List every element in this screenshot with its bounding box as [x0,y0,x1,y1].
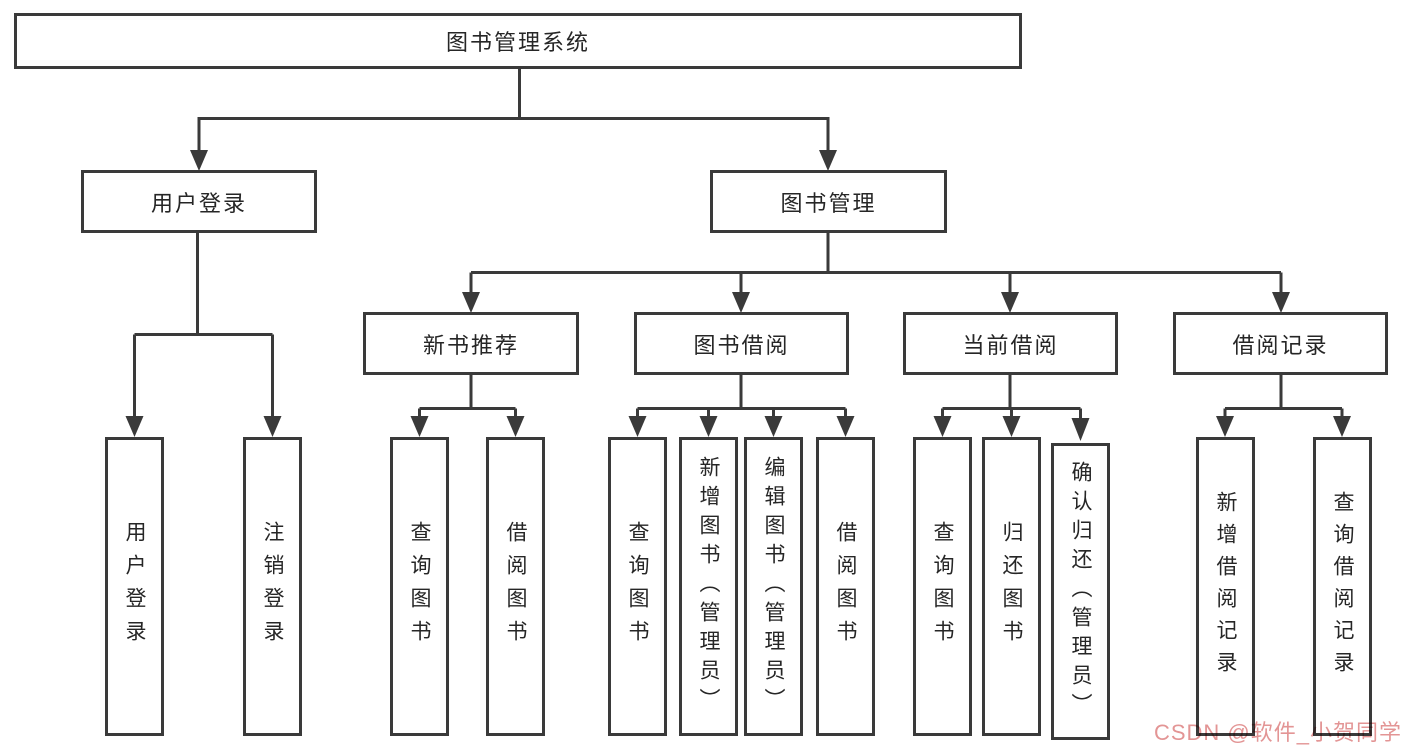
node-current-borrowing: 当前借阅 [903,312,1118,375]
leaf-logout: 注销登录 [243,437,302,736]
leaf-return-books: 归还图书 [982,437,1041,736]
leaf-confirm-return-admin: 确认归还（管理员） [1051,443,1110,740]
node-book-borrowing: 图书借阅 [634,312,849,375]
leaf-query-books: 查询图书 [913,437,972,736]
leaf-label: 编辑图书（管理员） [762,456,785,717]
leaf-query-books: 查询图书 [390,437,449,736]
leaf-label: 查询图书 [931,520,954,653]
leaf-add-borrow-record: 新增借阅记录 [1196,437,1255,736]
node-user-login: 用户登录 [81,170,317,233]
leaf-label: 归还图书 [1000,520,1023,653]
leaf-user-login: 用户登录 [105,437,164,736]
node-label: 图书管理 [780,190,877,216]
leaf-label: 用户登录 [123,520,146,653]
leaf-label: 新增借阅记录 [1214,490,1237,683]
node-borrowing-records: 借阅记录 [1173,312,1388,375]
node-label: 图书管理系统 [445,30,590,55]
node-label: 图书借阅 [693,332,790,358]
leaf-label: 确认归还（管理员） [1069,461,1092,722]
leaf-add-books-admin: 新增图书（管理员） [679,437,738,736]
leaf-label: 借阅图书 [504,520,527,653]
node-label: 当前借阅 [962,332,1059,358]
leaf-label: 新增图书（管理员） [697,456,720,717]
leaf-label: 注销登录 [261,520,284,653]
leaf-edit-books-admin: 编辑图书（管理员） [744,437,803,736]
leaf-borrow-books: 借阅图书 [816,437,875,736]
leaf-label: 查询图书 [408,520,431,653]
node-book-management: 图书管理 [710,170,947,233]
node-label: 用户登录 [150,190,247,216]
node-new-book-recommendation: 新书推荐 [363,312,579,375]
csdn-watermark: CSDN @软件_小贺同学 [1153,720,1402,745]
node-label: 新书推荐 [422,332,519,358]
leaf-query-borrow-record: 查询借阅记录 [1313,437,1372,736]
leaf-label: 查询图书 [626,520,649,653]
leaf-query-books: 查询图书 [608,437,667,736]
leaf-label: 查询借阅记录 [1331,490,1354,683]
node-label: 借阅记录 [1232,332,1329,358]
leaf-label: 借阅图书 [834,520,857,653]
leaf-borrow-books: 借阅图书 [486,437,545,736]
node-library-management-system: 图书管理系统 [14,13,1022,69]
